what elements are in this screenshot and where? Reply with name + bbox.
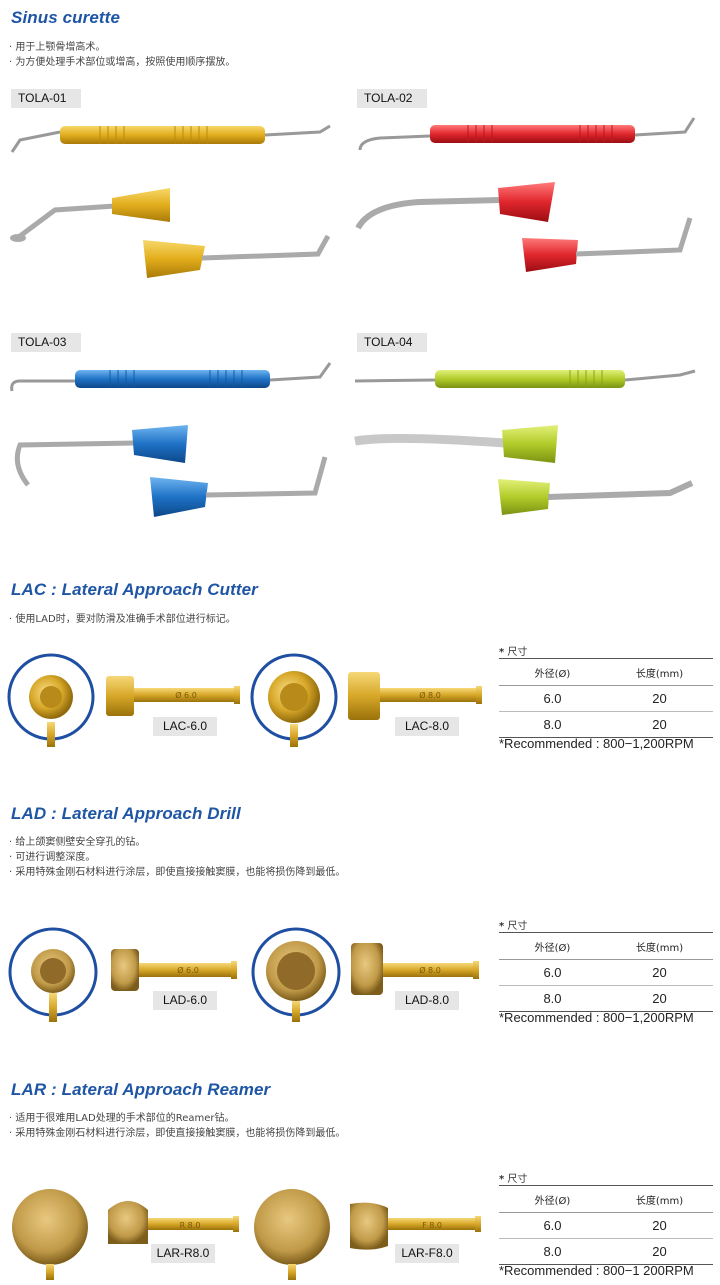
product-code-tola-02: TOLA-02 bbox=[357, 89, 427, 108]
bullet: 用于上颚骨增高术。 bbox=[9, 40, 235, 55]
shank-mark: R 8.0 bbox=[180, 1221, 201, 1230]
table-row: 8.0 20 bbox=[499, 1238, 713, 1265]
lar-bullets: 适用于很难用LAD处理的手术部位的Reamer钻。 采用特殊金刚石材料进行涂层，… bbox=[9, 1111, 345, 1141]
bullet: 适用于很难用LAD处理的手术部位的Reamer钻。 bbox=[9, 1111, 345, 1126]
shank-mark: Ø 6.0 bbox=[175, 690, 197, 700]
shank-mark: F 8.0 bbox=[422, 1221, 442, 1230]
shank-mark: Ø 6.0 bbox=[177, 965, 199, 975]
lar-title: LAR : Lateral Approach Reamer bbox=[11, 1080, 271, 1099]
col-length: 长度(mm) bbox=[606, 1185, 713, 1213]
spec-heading: * 尺寸 bbox=[499, 921, 528, 932]
product-label-lar-f8: LAR-F8.0 bbox=[395, 1244, 459, 1263]
lad-8-illustration: Ø 8.0 bbox=[251, 927, 479, 1022]
tola-03-illustration bbox=[10, 362, 332, 517]
col-diameter: 外径(Ø) bbox=[499, 932, 606, 960]
bullet: 采用特殊金刚石材料进行涂层，即使直接接触窦膜，也能将损伤降到最低。 bbox=[9, 865, 345, 880]
bullet: 为方便处理手术部位或增高，按照使用顺序摆放。 bbox=[9, 55, 235, 70]
lar-f8-illustration: F 8.0 bbox=[254, 1189, 481, 1280]
lac-title: LAC : Lateral Approach Cutter bbox=[11, 580, 258, 599]
lar-r8-illustration: R 8.0 bbox=[12, 1189, 239, 1280]
product-code-tola-01: TOLA-01 bbox=[11, 89, 81, 108]
product-code-tola-04: TOLA-04 bbox=[357, 333, 427, 352]
lac-spec-table: 外径(Ø) 长度(mm) 6.0 20 8.0 20 bbox=[499, 658, 713, 738]
lad-bullets: 给上颌窦侧壁安全穿孔的钻。 可进行调整深度。 采用特殊金刚石材料进行涂层，即使直… bbox=[9, 835, 345, 880]
table-row: 6.0 20 bbox=[499, 959, 713, 986]
table-row: 6.0 20 bbox=[499, 1212, 713, 1239]
bullet: 使用LAD时，要对防滑及准确手术部位进行标记。 bbox=[9, 612, 235, 627]
recommended-rpm: *Recommended : 800−1,200RPM bbox=[499, 736, 694, 751]
lad-title: LAD : Lateral Approach Drill bbox=[11, 804, 241, 823]
product-label-lad-8: LAD-8.0 bbox=[395, 991, 459, 1010]
lar-spec-table: 外径(Ø) 长度(mm) 6.0 20 8.0 20 bbox=[499, 1185, 713, 1265]
spec-heading: * 尺寸 bbox=[499, 1174, 528, 1185]
table-row: 8.0 20 bbox=[499, 711, 713, 738]
lad-6-illustration: Ø 6.0 bbox=[8, 927, 237, 1022]
lac-bullets: 使用LAD时，要对防滑及准确手术部位进行标记。 bbox=[9, 612, 235, 627]
lac-8-illustration: Ø 8.0 bbox=[250, 653, 482, 747]
tola-02-illustration bbox=[355, 117, 696, 272]
product-label-lad-6: LAD-6.0 bbox=[153, 991, 217, 1010]
product-code-tola-03: TOLA-03 bbox=[11, 333, 81, 352]
product-label-lar-r8: LAR-R8.0 bbox=[151, 1244, 215, 1263]
tola-01-illustration bbox=[10, 124, 331, 278]
bullet: 采用特殊金刚石材料进行涂层，即使直接接触窦膜，也能将损伤降到最低。 bbox=[9, 1126, 345, 1141]
sinus-title: Sinus curette bbox=[11, 8, 120, 27]
col-diameter: 外径(Ø) bbox=[499, 1185, 606, 1213]
sinus-bullets: 用于上颚骨增高术。 为方便处理手术部位或增高，按照使用顺序摆放。 bbox=[9, 40, 235, 70]
lac-6-illustration: Ø 6.0 bbox=[7, 653, 240, 747]
recommended-rpm: *Recommended : 800−1,200RPM bbox=[499, 1010, 694, 1025]
col-length: 长度(mm) bbox=[606, 932, 713, 960]
lad-spec-table: 外径(Ø) 长度(mm) 6.0 20 8.0 20 bbox=[499, 932, 713, 1012]
table-row: 6.0 20 bbox=[499, 685, 713, 712]
col-diameter: 外径(Ø) bbox=[499, 658, 606, 686]
table-row: 8.0 20 bbox=[499, 985, 713, 1012]
shank-mark: Ø 8.0 bbox=[419, 690, 441, 700]
product-label-lac-6: LAC-6.0 bbox=[153, 717, 217, 736]
tola-04-illustration bbox=[354, 369, 696, 515]
bullet: 可进行调整深度。 bbox=[9, 850, 345, 865]
product-label-lac-8: LAC-8.0 bbox=[395, 717, 459, 736]
spec-heading: * 尺寸 bbox=[499, 647, 528, 658]
shank-mark: Ø 8.0 bbox=[419, 965, 441, 975]
bullet: 给上颌窦侧壁安全穿孔的钻。 bbox=[9, 835, 345, 850]
col-length: 长度(mm) bbox=[606, 658, 713, 686]
recommended-rpm: *Recommended : 800−1 200RPM bbox=[499, 1263, 694, 1278]
